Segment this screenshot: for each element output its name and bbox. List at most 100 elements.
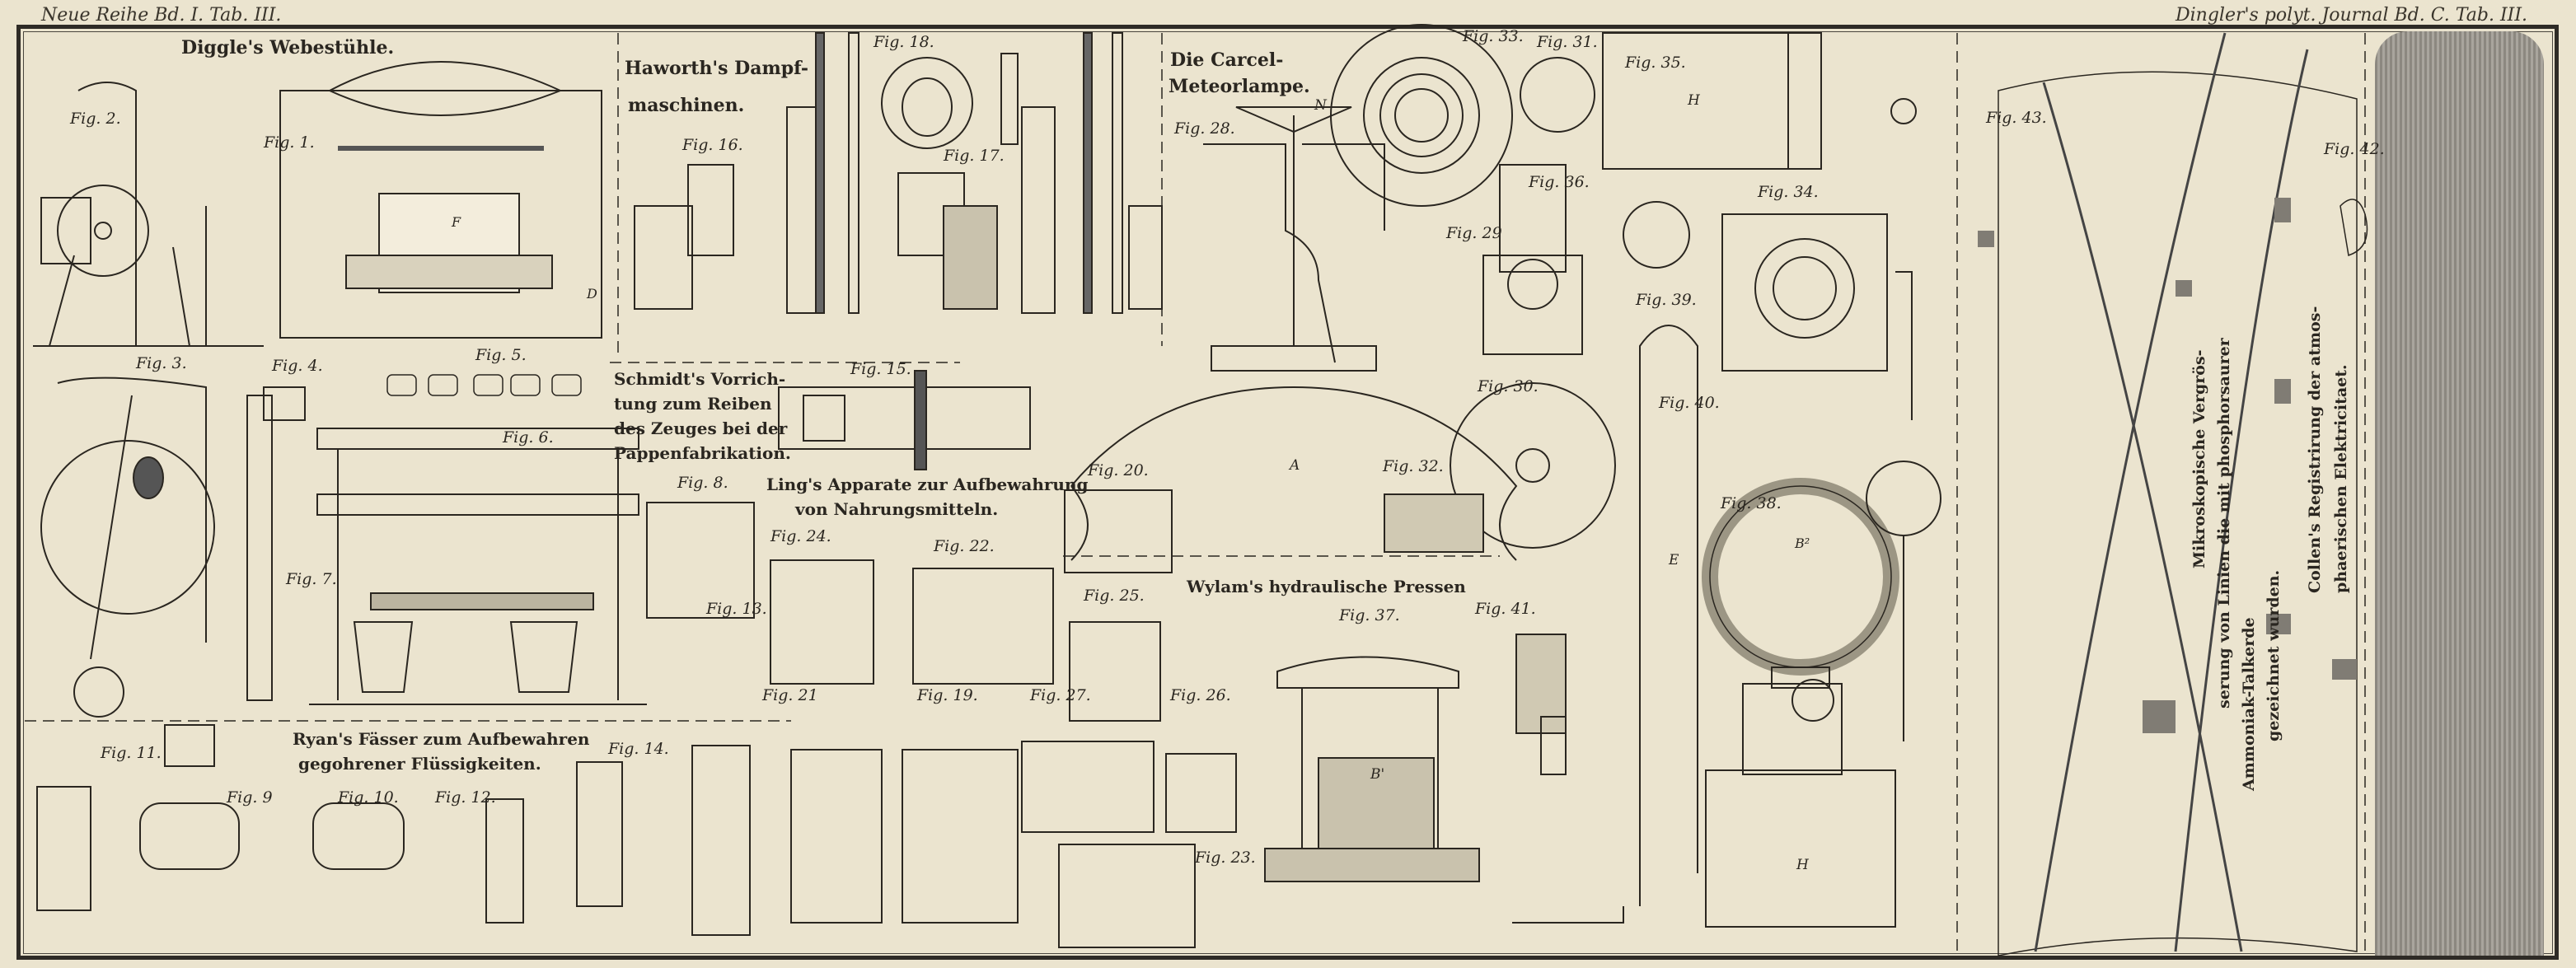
fig-label-42: Fig. 42.: [2324, 140, 2385, 158]
reservoir-top-drawing: [1602, 32, 1917, 170]
fig-label-23: Fig. 23.: [1195, 849, 1256, 867]
fig-label-10: Fig. 10.: [338, 788, 399, 807]
section-title-mikro-2: serung von Linien die mit phosphorsaurer: [2215, 338, 2233, 708]
fig-label-12: Fig. 12.: [435, 788, 496, 807]
fig-label-26: Fig. 26.: [1170, 686, 1231, 704]
section-title-collen-1: Collen's Registrirung der atmos-: [2306, 306, 2324, 593]
fig-label-27: Fig. 27.: [1030, 686, 1091, 704]
fig-label-33: Fig. 33.: [1463, 27, 1524, 45]
electricity-record-strip: [2375, 31, 2544, 956]
valve-cover-drawing: [881, 53, 1019, 149]
window-frame-drawing: [646, 502, 755, 619]
fig-label-31: Fig. 31.: [1537, 33, 1598, 51]
section-title-mikro-4: gezeichnet wurden.: [2265, 569, 2283, 741]
lamp-base-drawing: [1482, 164, 1583, 355]
section-title-schmidt-4: Pappenfabrikation.: [614, 443, 791, 463]
food-cabinet-drawings: [770, 489, 1237, 948]
section-title-ling-2: von Nahrungsmitteln.: [795, 499, 999, 519]
crystal-line-drawings: [2034, 32, 2309, 952]
weaving-mechanism-drawing: [40, 376, 215, 718]
gasket-ring-drawing: [1520, 57, 1595, 133]
rubbing-device-drawing: [778, 370, 1031, 470]
crystal-specks: [1978, 198, 2357, 733]
fig-label-39: Fig. 39.: [1636, 291, 1697, 309]
section-title-ryan-1: Ryan's Fässer zum Aufbewahren: [293, 729, 590, 749]
fig-label-5: Fig. 5.: [475, 346, 527, 364]
paper-mill-press-drawing: [309, 428, 647, 705]
press-valve-drawing: [1515, 634, 1567, 775]
fig-label-14: Fig. 14.: [608, 740, 669, 758]
section-title-wylam: Wylam's hydraulische Pressen: [1187, 577, 1466, 596]
fig-label-16: Fig. 16.: [682, 136, 743, 154]
pump-plate-drawing: [1721, 213, 1888, 372]
manometer-drawing: [1866, 461, 1941, 536]
steam-engine-drawings: [634, 32, 1163, 314]
fig-label-25: Fig. 25.: [1084, 587, 1145, 605]
fig-label-11: Fig. 11.: [101, 744, 162, 762]
plate-outer-frame: [16, 25, 2559, 960]
burner-ring-drawing: [1330, 24, 1513, 207]
ring-press-drawing: [1702, 478, 1899, 775]
jacquard-rod-drawing: [246, 386, 306, 701]
valve-section-drawing: [1623, 201, 1690, 269]
plate-header-right: Dingler's polyt. Journal Bd. C. Tab. III…: [2176, 5, 2528, 26]
fig-label-18: Fig. 18.: [873, 33, 934, 51]
section-title-schmidt-2: tung zum Reiben: [614, 394, 772, 414]
part-label-tank35-h: H: [1688, 92, 1700, 109]
part-label-ring-b2: B²: [1795, 535, 1810, 551]
pump-rod-drawing: [1895, 271, 1913, 420]
barrel-drawings: [36, 724, 751, 936]
section-dividers: [25, 33, 2366, 952]
section-title-ryan-2: gegohrener Flüssigkeiten.: [298, 754, 541, 774]
fig-label-38: Fig. 38.: [1721, 494, 1782, 512]
section-title-collen-2: phaerischen Elektricitaet.: [2332, 364, 2350, 593]
part-label-loom-d: D: [587, 286, 597, 302]
fig-label-40: Fig. 40.: [1659, 394, 1720, 412]
part-label-pipe-e: E: [1669, 552, 1679, 568]
section-title-mikro-1: Mikroskopische Vergrös-: [2190, 349, 2208, 568]
fig-label-43: Fig. 43.: [1986, 109, 2047, 127]
fig-label-35: Fig. 35.: [1625, 54, 1686, 72]
fig42-outline-drawing: [2339, 199, 2368, 256]
fig-label-17: Fig. 17.: [944, 147, 1005, 165]
section-title-carcel-2: Meteorlampe.: [1169, 76, 1310, 97]
fig-label-4: Fig. 4.: [272, 357, 323, 375]
fig-label-13: Fig. 13.: [706, 600, 767, 618]
hydraulic-press-drawing: [1264, 656, 1480, 882]
fig-label-2: Fig. 2.: [70, 110, 121, 128]
fig-label-9: Fig. 9: [227, 788, 273, 807]
plate-header-left: Neue Reihe Bd. I. Tab. III.: [41, 5, 282, 26]
fig-label-22: Fig. 22.: [934, 537, 995, 555]
fig-label-6: Fig. 6.: [503, 428, 554, 447]
part-label-lamp-n: N: [1314, 97, 1327, 114]
fig-label-41: Fig. 41.: [1475, 600, 1536, 618]
fig-label-29: Fig. 29: [1446, 224, 1502, 242]
fig-label-24: Fig. 24.: [770, 527, 831, 545]
section-title-haworth-2: maschinen.: [628, 95, 745, 116]
fig-label-28: Fig. 28.: [1174, 119, 1235, 138]
chain-links-drawing: [386, 374, 582, 396]
water-tank-drawing: [1705, 769, 1896, 928]
fig-label-7: Fig. 7.: [286, 570, 337, 588]
fig-label-3: Fig. 3.: [136, 354, 187, 372]
fig-label-19: Fig. 19.: [917, 686, 978, 704]
microscope-field-drawing: [1998, 71, 2358, 956]
fig-label-21: Fig. 21: [762, 686, 818, 704]
siphon-pipe-drawing: [1639, 325, 1698, 906]
fig-label-1: Fig. 1.: [264, 133, 315, 152]
fig-label-15: Fig. 15.: [850, 360, 911, 378]
section-title-mikro-3: Ammoniak-Talkerde: [2240, 617, 2258, 791]
part-label-loom-f: F: [452, 214, 461, 230]
fig-label-37: Fig. 37.: [1339, 606, 1400, 624]
fig-label-32: Fig. 32.: [1383, 457, 1444, 475]
section-title-haworth-1: Haworth's Dampf-: [625, 58, 808, 79]
fig-label-8: Fig. 8.: [677, 474, 728, 492]
section-title-carcel-1: Die Carcel-: [1170, 49, 1284, 71]
diggle-loom-side-drawing: [33, 82, 264, 347]
diggle-loom-front-drawing: [279, 61, 602, 339]
wheel-drawing: [1450, 382, 1616, 549]
fig-label-20: Fig. 20.: [1088, 461, 1149, 479]
plate-inner-frame: [23, 31, 2553, 954]
section-title-diggle: Diggle's Webestühle.: [181, 37, 395, 58]
